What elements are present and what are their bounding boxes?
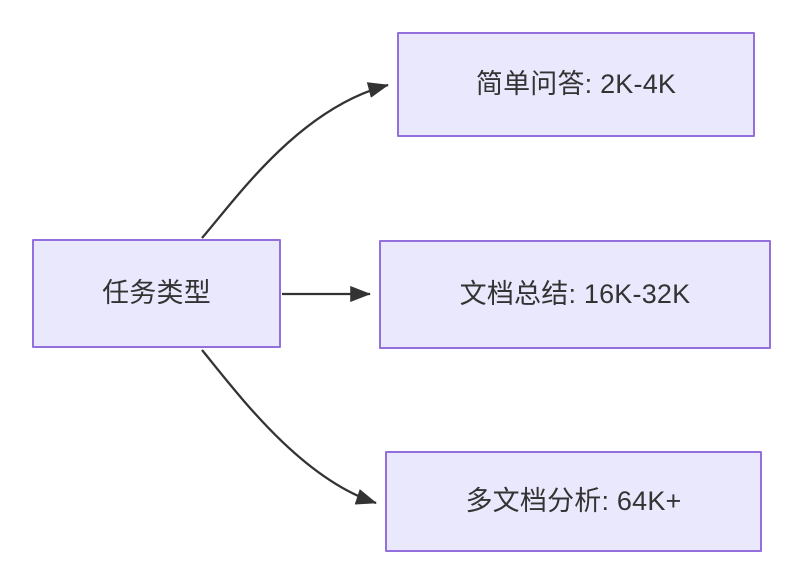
node-task-type-label: 任务类型 xyxy=(102,278,211,309)
node-simple-qa[interactable]: 简单问答: 2K-4K xyxy=(397,32,755,137)
node-multi-document-analysis[interactable]: 多文档分析: 64K+ xyxy=(385,451,762,552)
node-multi-document-analysis-label: 多文档分析: 64K+ xyxy=(465,486,682,517)
node-document-summary-label: 文档总结: 16K-32K xyxy=(459,279,691,310)
node-simple-qa-label: 简单问答: 2K-4K xyxy=(475,69,677,100)
node-task-type[interactable]: 任务类型 xyxy=(32,239,281,348)
edge-root-multi-doc xyxy=(201,349,377,505)
node-document-summary[interactable]: 文档总结: 16K-32K xyxy=(379,240,771,349)
edge-root-simple-qa xyxy=(201,82,389,239)
